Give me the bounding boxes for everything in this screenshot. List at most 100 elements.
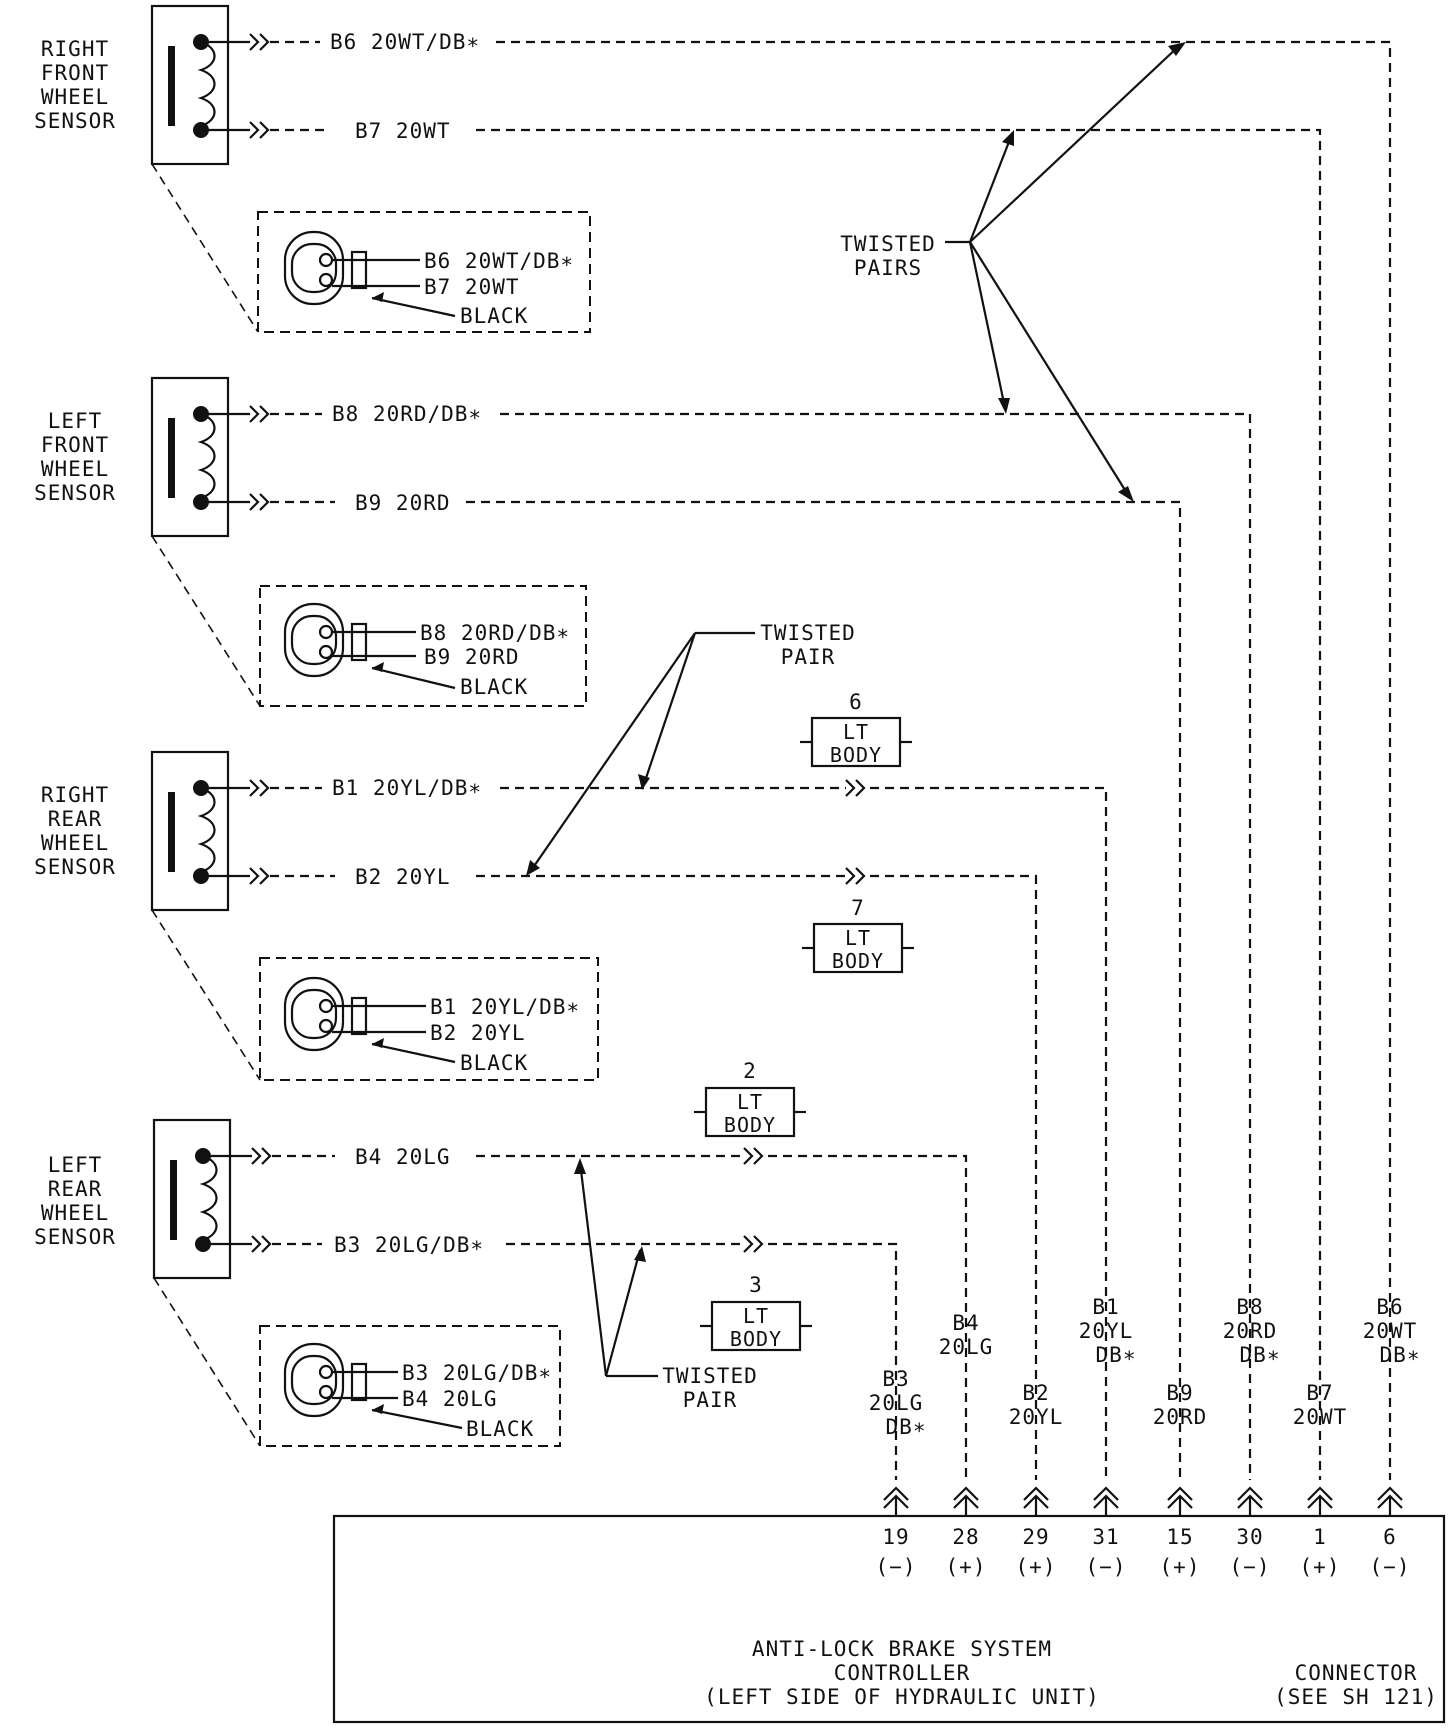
lt-body-label: LT — [845, 926, 871, 950]
inline-connector-icon — [845, 867, 866, 885]
wire-label: B1 20YL/DB∗ — [332, 776, 482, 800]
pin-wire-label: DB∗ — [1380, 1343, 1421, 1367]
inline-connector-icon — [251, 1147, 272, 1165]
pin-polarity: (−) — [1370, 1555, 1411, 1579]
controller-subtitle: CONTROLLER — [834, 1661, 970, 1685]
pin-wire-label: DB∗ — [1240, 1343, 1281, 1367]
pin-wire-label: 20YL — [1009, 1405, 1064, 1429]
terminal-dot — [193, 122, 209, 138]
pin-polarity: (−) — [876, 1555, 917, 1579]
wire-label: B4 20LG — [355, 1145, 451, 1169]
connector-pin-label: B3 20LG/DB∗ — [402, 1361, 552, 1385]
sensor-name-line: FRONT — [41, 61, 109, 85]
pin-number: 30 — [1236, 1525, 1263, 1549]
lt-body-label: BODY — [724, 1113, 776, 1137]
pin-chevron-icon — [1307, 1486, 1333, 1516]
sensor-magnet — [168, 46, 175, 126]
wire-b3 — [272, 1242, 898, 1480]
sensor-coil-icon — [197, 412, 216, 500]
sensor-name-line: LEFT — [48, 1153, 103, 1177]
connector-color-label: BLACK — [466, 1417, 534, 1441]
inline-connector-icon — [249, 779, 270, 797]
twisted-label: PAIR — [683, 1388, 738, 1412]
wire-label: B9 20RD — [355, 491, 451, 515]
wire-b4 — [272, 1154, 968, 1480]
sensor-name-line: WHEEL — [41, 831, 109, 855]
pin-wire-label: 20RD — [1153, 1405, 1208, 1429]
pin-chevron-icon — [1167, 1486, 1193, 1516]
lt-body-3: 3 LT BODY — [700, 1273, 812, 1352]
connector-pin-label: B6 20WT/DB∗ — [424, 249, 574, 273]
sensor-name-line: RIGHT — [41, 37, 109, 61]
connector-shell-icon — [283, 230, 345, 306]
inline-connector-icon — [249, 493, 270, 511]
inline-connector-icon — [845, 779, 866, 797]
sensor-coil-icon — [197, 40, 216, 128]
sensor-left-rear: LEFT REAR WHEEL SENSOR B4 20LG B3 20LG/D… — [34, 1118, 561, 1447]
pin-wire-label: DB∗ — [1096, 1343, 1137, 1367]
connector-pin-label: B1 20YL/DB∗ — [430, 995, 580, 1019]
arrow-head-icon — [638, 774, 650, 790]
sensor-right-front: RIGHT FRONT WHEEL SENSOR B6 20WT/DB∗ B7 … — [34, 4, 591, 333]
twisted-pair-rear-left: TWISTED PAIR — [574, 1158, 758, 1412]
wire-b9 — [270, 500, 1182, 1480]
pin-polarity: (+) — [1160, 1555, 1201, 1579]
wire-runs — [270, 40, 1392, 1480]
inline-connector-icon — [249, 33, 270, 51]
pin-wire-label: B1 — [1092, 1295, 1119, 1319]
lt-body-label: BODY — [730, 1327, 782, 1351]
pin-number: 1 — [1313, 1525, 1327, 1549]
connector-pin-label: B4 20LG — [402, 1387, 498, 1411]
connector-shell-icon — [283, 976, 345, 1052]
arrow-head-icon — [998, 398, 1010, 414]
pin-chevron-icon — [883, 1486, 909, 1516]
twisted-pair-rear-right: TWISTED PAIR — [526, 621, 856, 876]
connector-shell-icon — [283, 602, 345, 678]
lt-body-number: 7 — [851, 896, 865, 920]
arrow-head-icon — [1168, 42, 1186, 56]
pin-polarity: (+) — [946, 1555, 987, 1579]
sensor-right-rear: RIGHT REAR WHEEL SENSOR B1 20YL/DB∗ B2 2… — [34, 750, 599, 1081]
lt-body-6: 6 LT BODY — [800, 690, 912, 768]
connector-ref: (SEE SH 121) — [1274, 1685, 1438, 1709]
connector-detail — [259, 585, 587, 707]
inline-connector-icon — [743, 1147, 764, 1165]
pin-wire-labels: B3 20LG DB∗ B4 20LG B2 20YL B1 20YL DB∗ … — [869, 1295, 1421, 1439]
wire-label: B6 20WT/DB∗ — [330, 30, 480, 54]
connector-shell-icon — [283, 1342, 345, 1418]
inline-connector-icon — [249, 121, 270, 139]
sensor-body — [150, 750, 230, 912]
twisted-label: TWISTED — [662, 1364, 758, 1388]
pin-wire-label: B2 — [1022, 1381, 1049, 1405]
sensor-body — [152, 1118, 232, 1280]
pin-chevron-icon — [953, 1486, 979, 1516]
twisted-label: PAIRS — [854, 256, 922, 280]
pin-wire-label: DB∗ — [886, 1415, 927, 1439]
lt-body-label: LT — [737, 1090, 763, 1114]
connector-pin-label: B9 20RD — [424, 645, 520, 669]
connector-detail — [259, 1325, 561, 1447]
wire-b2 — [270, 874, 1038, 1480]
pin-number: 19 — [882, 1525, 909, 1549]
inline-connector-icon — [251, 1235, 272, 1253]
sensor-coil-icon — [197, 786, 216, 874]
connector-ref: CONNECTOR — [1295, 1661, 1418, 1685]
wire-b7 — [270, 128, 1322, 1480]
connector-detail — [257, 211, 591, 333]
arrow-head-icon — [526, 860, 540, 876]
connector-pin-label: B8 20RD/DB∗ — [420, 621, 570, 645]
connector-color-label: BLACK — [460, 1051, 528, 1075]
wire-label: B7 20WT — [355, 119, 451, 143]
twisted-label: TWISTED — [760, 621, 856, 645]
lt-body-number: 6 — [849, 690, 863, 714]
wire-b1 — [270, 786, 1108, 1480]
twisted-pairs-front: TWISTED PAIRS — [840, 42, 1186, 502]
pin-wire-label: 20WT — [1363, 1319, 1418, 1343]
lt-body-label: LT — [743, 1304, 769, 1328]
pin-number: 29 — [1022, 1525, 1049, 1549]
sensor-coil-icon — [199, 1154, 218, 1242]
pin-number: 28 — [952, 1525, 979, 1549]
controller-location: (LEFT SIDE OF HYDRAULIC UNIT) — [704, 1685, 1100, 1709]
pin-number: 31 — [1092, 1525, 1119, 1549]
pin-polarity: (+) — [1016, 1555, 1057, 1579]
